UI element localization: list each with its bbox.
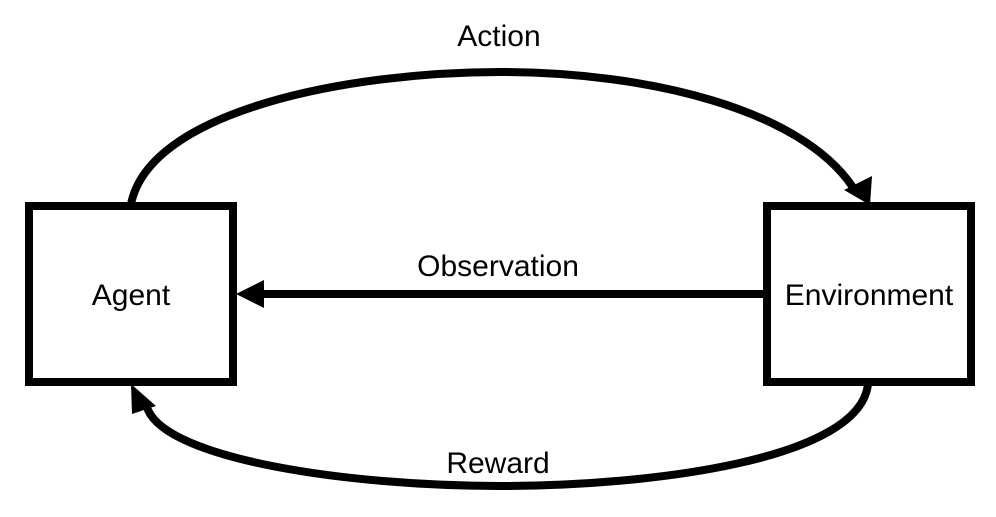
- reward-arrowhead: [131, 384, 156, 414]
- action-edge: Action: [127, 20, 872, 208]
- action-arc: [127, 67, 856, 208]
- reward-label: Reward: [446, 447, 549, 480]
- observation-arrowhead: [236, 280, 264, 308]
- agent-label: Agent: [92, 279, 171, 312]
- agent-box: [25, 202, 237, 386]
- reward-arc: [144, 380, 872, 491]
- action-label: Action: [457, 20, 540, 53]
- environment-node: Environment: [763, 202, 975, 386]
- observation-edge: Observation: [236, 250, 768, 308]
- observation-label: Observation: [417, 250, 579, 283]
- environment-box: [763, 202, 975, 386]
- action-arrowhead: [844, 176, 872, 205]
- agent-node: Agent: [25, 202, 237, 386]
- reward-edge: Reward: [131, 380, 872, 491]
- environment-label: Environment: [785, 279, 954, 312]
